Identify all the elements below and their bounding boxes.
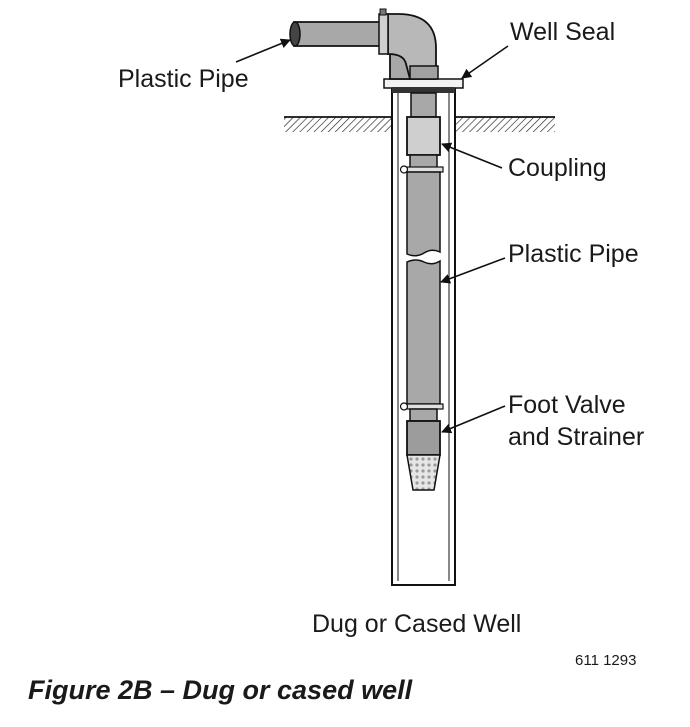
label-foot-valve: Foot Valve (508, 391, 626, 419)
leader-foot-valve (441, 405, 506, 434)
leader-plastic-pipe-top (235, 38, 291, 63)
leader-lines (235, 38, 509, 434)
figure-title: Figure 2B – Dug or cased well (28, 675, 413, 705)
pipe-clamp-lower (399, 402, 444, 411)
figure-code: 611 1293 (575, 652, 637, 669)
label-coupling: Coupling (508, 154, 607, 182)
well-seal (383, 78, 464, 93)
strainer (406, 454, 441, 491)
plastic-drop-pipe (406, 171, 441, 405)
label-plastic-pipe-mid: Plastic Pipe (508, 240, 639, 268)
ground-surface (284, 116, 555, 132)
label-and-strainer: and Strainer (508, 423, 645, 451)
leader-coupling (441, 142, 503, 169)
label-plastic-pipe-top: Plastic Pipe (118, 65, 249, 93)
drop-pipe-upper (410, 92, 437, 118)
leader-well-seal (461, 45, 509, 79)
diagram-caption: Dug or Cased Well (312, 610, 522, 638)
surface-plastic-pipe (289, 8, 439, 80)
coupling (406, 116, 441, 156)
label-well-seal: Well Seal (510, 18, 616, 46)
foot-valve (406, 420, 441, 456)
leader-plastic-pipe-mid (440, 257, 506, 284)
